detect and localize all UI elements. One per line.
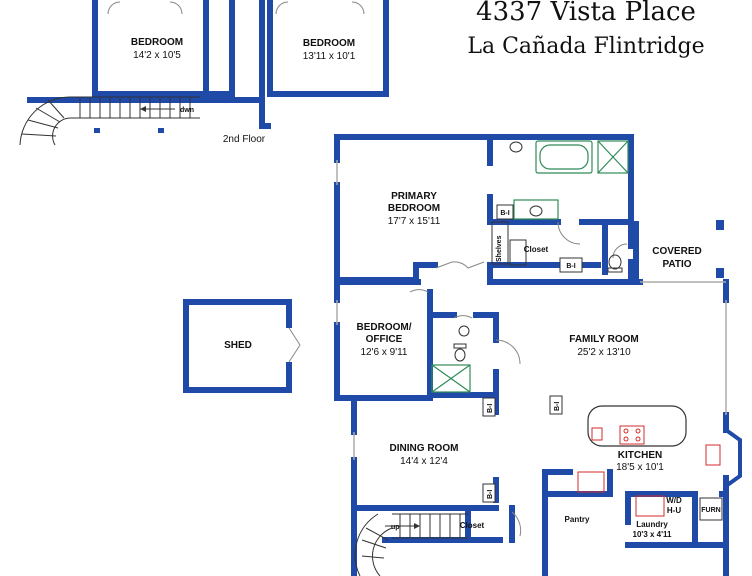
kitchen-label: KITCHEN [618,450,662,461]
lower-stairs [354,513,468,576]
built-in-label: B-I [554,402,561,411]
built-in-label: B-I [500,210,509,217]
address-title: 4337 Vista Place [476,0,696,27]
built-in-label: B-I [487,404,494,413]
laundry-label: Laundry [636,520,668,529]
bath-fixtures [431,140,629,393]
stairs-up-label: up [391,524,400,531]
furnace-box [699,497,723,521]
bath-sinks-toilets [453,141,623,362]
built-in-label: B-I [566,263,575,270]
bedroom-b-dims: 13'11 x 10'1 [303,51,356,62]
floor-label: 2nd Floor [223,134,266,145]
patio-post [716,220,724,230]
primary-bedroom-label-2: BEDROOM [388,203,440,214]
covered-patio-label-1: COVERED [652,246,701,257]
wd-label: W/D [666,496,682,505]
bedroom-office-dims: 12'6 x 9'11 [360,347,407,358]
hu-label: H-U [667,506,681,515]
bedroom-office-label-2: OFFICE [366,334,403,345]
family-room-dims: 25'2 x 13'10 [577,347,631,358]
second-floor-walls [27,0,389,129]
city-subtitle: La Cañada Flintridge [467,34,704,59]
kitchen-dims: 18'5 x 10'1 [616,462,664,473]
built-in-label: B-I [487,490,494,499]
built-in-boxes [482,204,583,503]
primary-bedroom-label-1: PRIMARY [391,191,437,202]
closet-shelving [509,239,527,266]
family-room-label: FAMILY ROOM [569,334,638,345]
patio-post [716,268,724,278]
furnace-label: FURN [701,507,720,514]
pantry-label: Pantry [565,515,590,524]
covered-patio-label-2: PATIO [662,259,691,270]
newel-post [158,128,164,133]
second-floor-stairs [19,96,200,146]
shelves-unit [491,221,509,265]
primary-closet-label: Closet [524,245,549,254]
shelves-label: Shelves [496,235,503,262]
stairs-down-label: dwn [180,107,194,114]
main-floor-doors [409,221,628,537]
lower-closet-label: Closet [460,521,485,530]
second-floor-doors [107,1,365,15]
kitchen-appliances [577,425,721,517]
shed-door [288,327,301,363]
shed-label: SHED [224,340,252,351]
stair-arrow-down-icon [140,106,146,112]
bedroom-a-dims: 14'2 x 10'5 [133,50,181,61]
dining-room-label: DINING ROOM [390,443,459,454]
main-floor-walls [334,134,729,576]
primary-bedroom-dims: 17'7 x 15'11 [388,216,441,227]
kitchen-island [587,405,687,447]
bedroom-office-label-1: BEDROOM/ [357,322,412,333]
newel-post [94,128,100,133]
dining-room-dims: 14'4 x 12'4 [400,456,448,467]
shed-door-gap [286,328,294,362]
stair-arrow-up-icon [414,523,420,529]
bedroom-a-label: BEDROOM [131,37,183,48]
laundry-dims: 10'3 x 4'11 [633,530,673,539]
bedroom-b-label: BEDROOM [303,38,355,49]
kitchen-bay-window [724,428,742,488]
